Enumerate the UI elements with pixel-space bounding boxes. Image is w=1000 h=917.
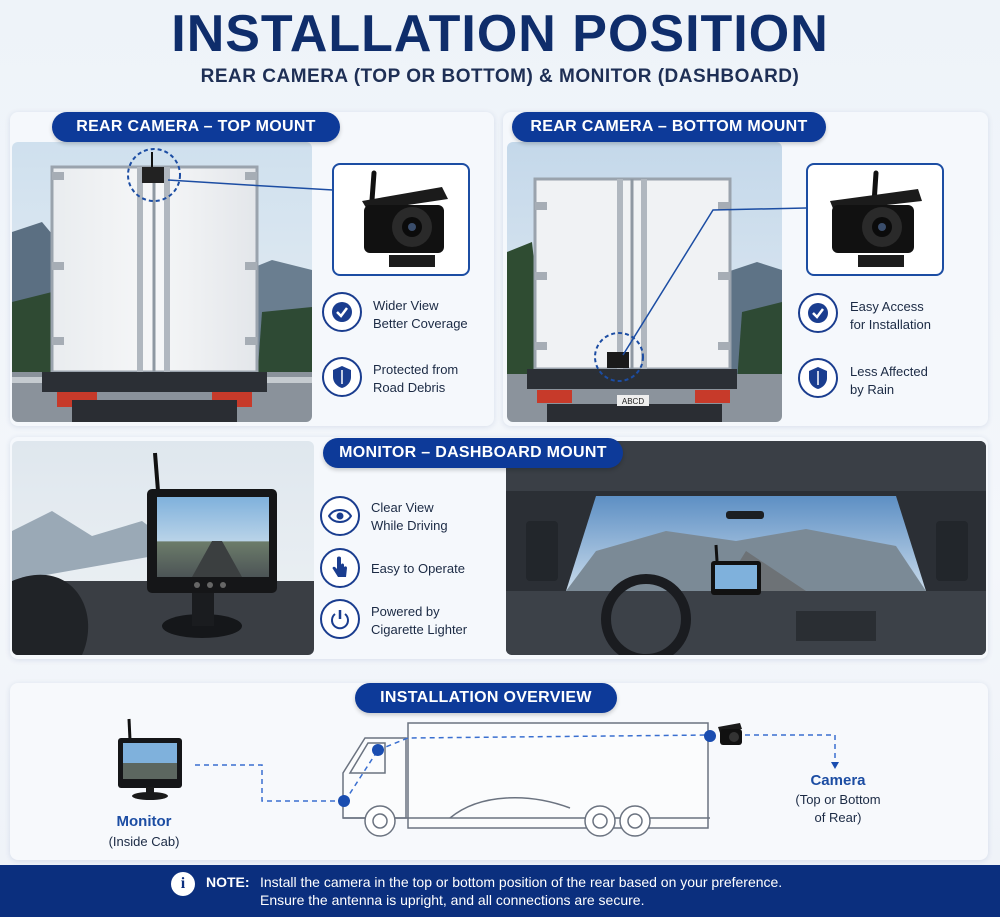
- touch-hand-icon: [320, 548, 360, 588]
- top-feature-1: Wider View Better Coverage: [373, 298, 468, 331]
- note-bar: [0, 865, 1000, 917]
- monitor-feature-1: Clear View While Driving: [371, 500, 448, 533]
- top-mount-camera-closeup: [332, 163, 470, 276]
- monitor-feature-2: Easy to Operate: [371, 561, 465, 576]
- bottom-mount-label: REAR CAMERA – BOTTOM MOUNT: [512, 112, 826, 142]
- mini-camera-icon: [718, 723, 742, 745]
- monitor-mount-label: MONITOR – DASHBOARD MOUNT: [323, 438, 623, 468]
- overview-camera-label: Camera (Top or Bottom of Rear): [795, 772, 881, 825]
- overview-label: INSTALLATION OVERVIEW: [355, 683, 617, 713]
- overview-diagram: [118, 718, 839, 837]
- camera-icon: [362, 170, 448, 267]
- monitor-closeup-photo: [12, 441, 314, 655]
- top-mount-label: REAR CAMERA – TOP MOUNT: [52, 112, 340, 142]
- note-heading: NOTE:: [206, 874, 250, 890]
- note-line-2: Ensure the antenna is upright, and all c…: [260, 892, 645, 908]
- top-mount-truck-photo: [12, 142, 312, 422]
- bottom-feature-1: Easy Access for Installation: [850, 299, 931, 332]
- top-mount-connector-line: [168, 179, 334, 191]
- overview-monitor-label: Monitor (Inside Cab): [108, 813, 180, 849]
- top-feature-2: Protected from Road Debris: [373, 362, 459, 395]
- checkmark-shield-icon: [322, 292, 362, 332]
- mini-monitor-icon: [118, 718, 182, 800]
- license-plate: ABCD: [622, 397, 644, 406]
- power-plug-icon: [320, 599, 360, 639]
- note-line-1: Install the camera in the top or bottom …: [260, 874, 783, 890]
- eye-icon: [320, 496, 360, 536]
- bottom-feature-2: Less Affected by Rain: [850, 364, 928, 397]
- camera-icon: [830, 170, 922, 267]
- checkmark-shield-icon: [798, 293, 838, 333]
- bottom-mount-connector-line: [622, 207, 807, 356]
- dashboard-cab-photo: [506, 441, 986, 655]
- shield-icon: [798, 358, 838, 398]
- bottom-mount-camera-closeup: [806, 163, 944, 276]
- monitor-feature-3: Powered by Cigarette Lighter: [371, 604, 468, 637]
- page-subtitle: REAR CAMERA (TOP OR BOTTOM) & MONITOR (D…: [200, 66, 800, 87]
- shield-icon: [322, 357, 362, 397]
- info-icon: i: [171, 872, 195, 896]
- truck-outline-icon: [342, 722, 710, 837]
- page-title: INSTALLATION POSITION: [171, 5, 829, 63]
- bottom-mount-truck-photo: ABCD: [507, 142, 782, 422]
